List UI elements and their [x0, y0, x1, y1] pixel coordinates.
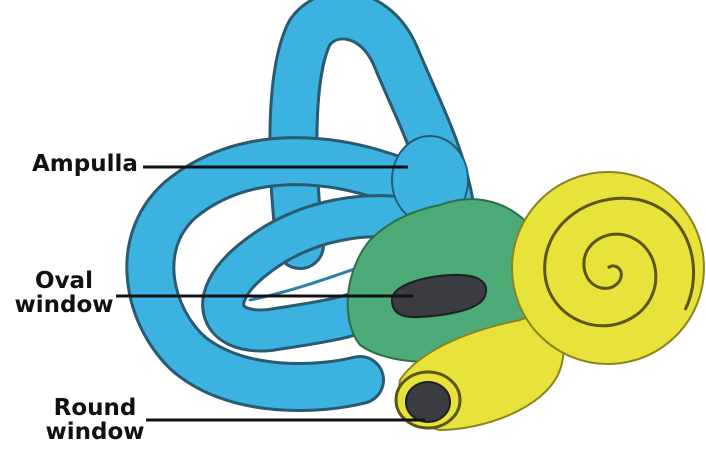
round-window [406, 382, 450, 422]
ampulla-label: Ampulla [32, 152, 138, 176]
oval-window-label: Oval window [14, 269, 114, 317]
round-window-label: Round window [45, 396, 145, 444]
